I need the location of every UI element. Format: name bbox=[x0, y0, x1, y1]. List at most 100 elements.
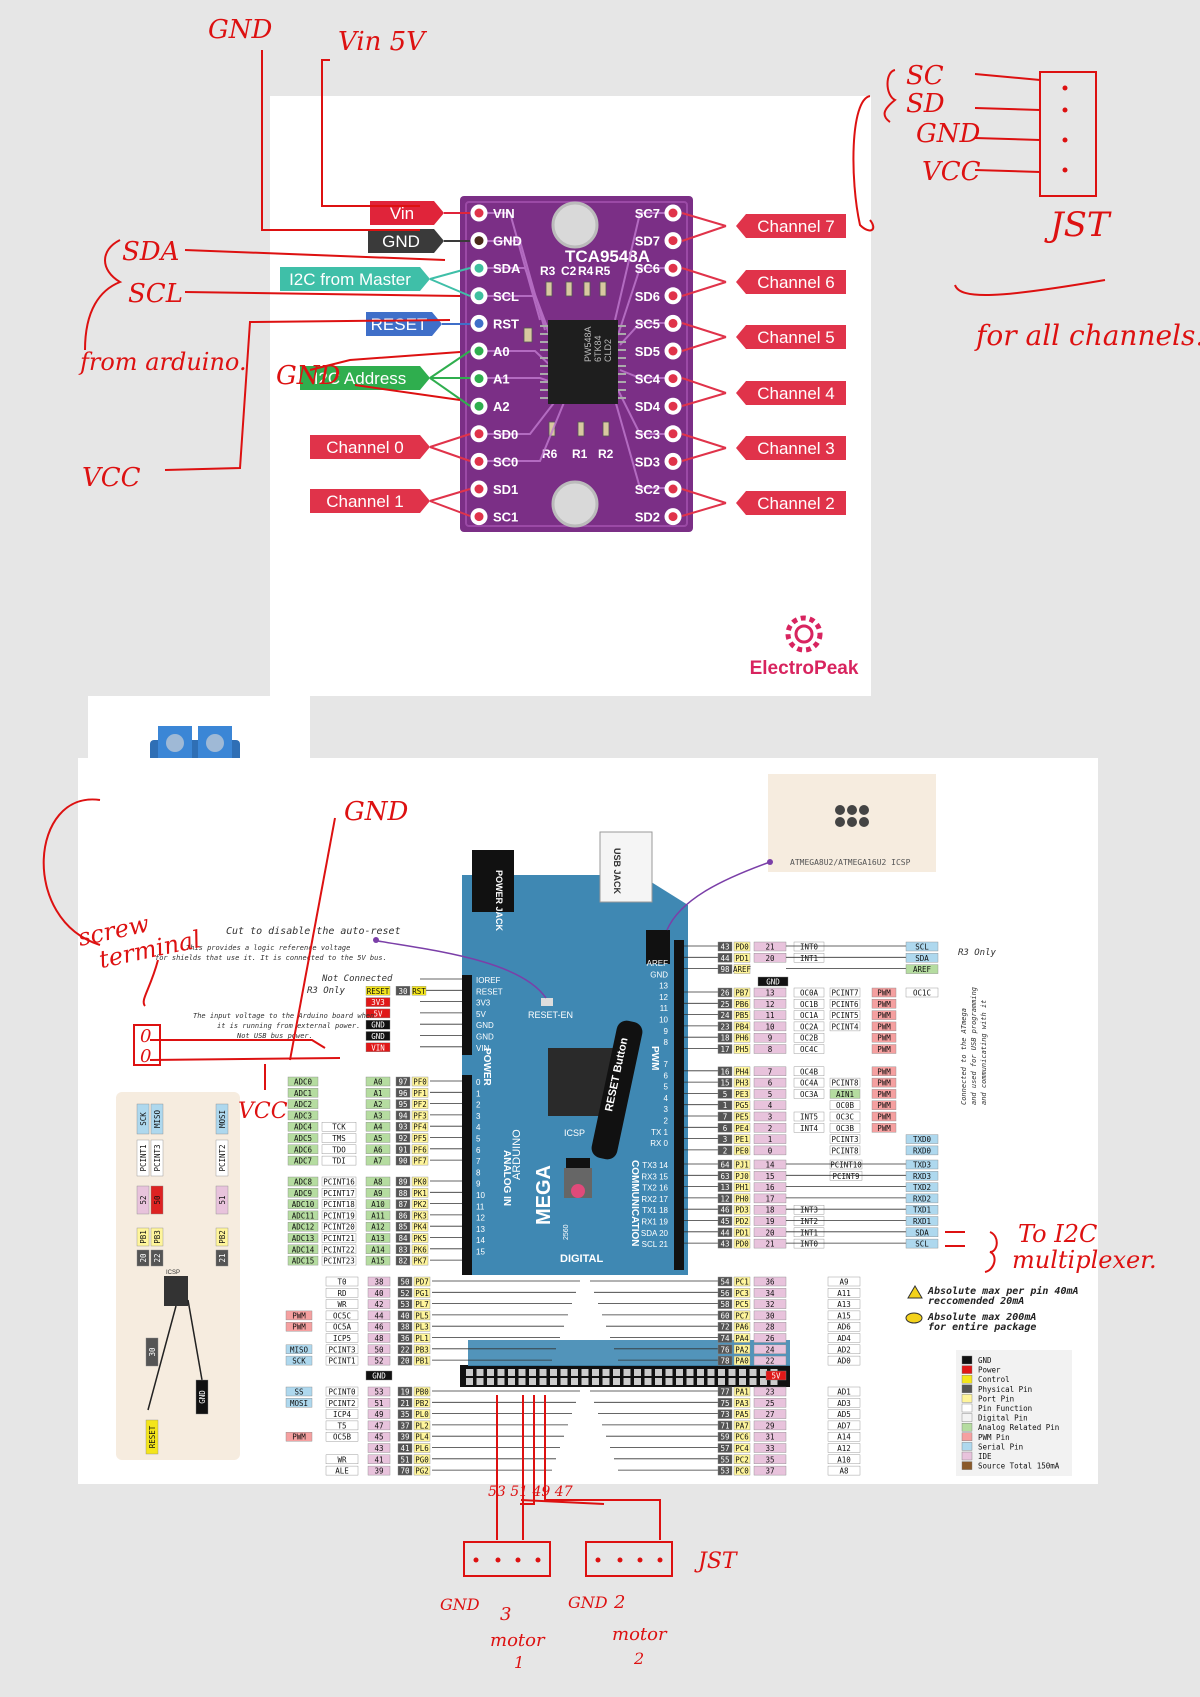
svg-text:89: 89 bbox=[398, 1178, 407, 1187]
board-pin-label: 5 bbox=[664, 1083, 669, 1092]
svg-text:A9: A9 bbox=[373, 1189, 382, 1198]
bottom-label-port: PB2 bbox=[413, 1398, 431, 1408]
bottom-right-pin: 75 bbox=[717, 1398, 733, 1408]
pwm-label-pin: 3 bbox=[717, 1134, 733, 1144]
callout-channel6: Channel 6 bbox=[736, 270, 846, 294]
bottom-label-ide: 40 bbox=[367, 1288, 391, 1298]
svg-text:A8: A8 bbox=[839, 1467, 849, 1476]
svg-text:OC5C: OC5C bbox=[333, 1311, 351, 1320]
callout-channel6-text: Channel 6 bbox=[757, 273, 835, 292]
svg-text:WR: WR bbox=[337, 1455, 347, 1464]
svg-text:T5: T5 bbox=[337, 1421, 346, 1430]
pwm-label-pwm: PWM bbox=[871, 987, 897, 998]
svg-text:PD0: PD0 bbox=[735, 1240, 749, 1249]
analog-label-port: PF0 bbox=[411, 1076, 429, 1087]
board-pin-label: TX1 18 bbox=[642, 1206, 668, 1215]
bottom-right-func: A11 bbox=[827, 1288, 861, 1298]
bottom-label-signal: OC5C bbox=[325, 1310, 359, 1320]
svg-text:21: 21 bbox=[765, 943, 774, 952]
pwm-label-pin: 23 bbox=[717, 1021, 733, 1031]
bottom-label-signal: WR bbox=[325, 1454, 359, 1464]
svg-text:PL0: PL0 bbox=[415, 1410, 429, 1419]
ann-vcc: VCC bbox=[82, 463, 141, 493]
bottom-label-pin: 40 bbox=[397, 1310, 413, 1320]
svg-text:56: 56 bbox=[720, 1289, 730, 1298]
bottom-label-ide: 41 bbox=[367, 1454, 391, 1464]
analog-label-pin: 90 bbox=[395, 1155, 411, 1166]
analog-label-a: A13 bbox=[365, 1233, 391, 1243]
comp-c2: C2 bbox=[561, 264, 577, 278]
bottom-right-func: A10 bbox=[827, 1454, 861, 1464]
svg-text:ADC14: ADC14 bbox=[292, 1245, 315, 1254]
pwm-label-port: PH6 bbox=[733, 1032, 751, 1043]
bottom-label-signal: PCINT2 bbox=[325, 1398, 359, 1408]
reset-button[interactable] bbox=[571, 1184, 585, 1198]
bottom-right-ide: 33 bbox=[753, 1443, 787, 1453]
svg-text:34: 34 bbox=[765, 1289, 775, 1298]
board-pin-label: TX2 16 bbox=[642, 1184, 668, 1193]
tca-pin-label: SC7 bbox=[635, 206, 660, 221]
svg-text:TMS: TMS bbox=[332, 1134, 346, 1143]
tca-pin-label: SD7 bbox=[635, 234, 660, 249]
svg-text:PC5: PC5 bbox=[735, 1300, 749, 1309]
bottom-right-port: PC6 bbox=[733, 1431, 751, 1442]
bottom-label-func: PWM bbox=[285, 1321, 313, 1332]
bottom-right-pin: 71 bbox=[717, 1420, 733, 1430]
bottom-label-signal: PCINT1 bbox=[325, 1355, 359, 1366]
svg-text:5V: 5V bbox=[373, 1009, 383, 1018]
svg-text:PF6: PF6 bbox=[413, 1145, 427, 1154]
svg-text:OC4B: OC4B bbox=[800, 1067, 819, 1076]
right-label-pin: 44 bbox=[717, 953, 733, 963]
board-pin-label: 13 bbox=[476, 1225, 485, 1234]
svg-text:PCINT1: PCINT1 bbox=[139, 1144, 148, 1171]
electropeak-logo: ElectroPeak bbox=[750, 615, 859, 679]
callout-channel2: Channel 2 bbox=[736, 491, 846, 515]
bottom-label-port: PD7 bbox=[413, 1276, 431, 1287]
svg-text:A7: A7 bbox=[373, 1157, 382, 1166]
comm-label-f2: PCINT10 bbox=[829, 1159, 862, 1170]
svg-text:PF5: PF5 bbox=[413, 1134, 427, 1143]
left-icsp-gnd: GND bbox=[195, 1379, 209, 1415]
svg-text:PA5: PA5 bbox=[735, 1410, 749, 1419]
comp-r5: R5 bbox=[595, 264, 611, 278]
svg-text:17: 17 bbox=[720, 1045, 729, 1054]
board-pin-label: 6 bbox=[664, 1071, 669, 1080]
svg-text:59: 59 bbox=[720, 1433, 729, 1442]
svg-text:21: 21 bbox=[765, 1240, 774, 1249]
pwm-label-pwm: PWM bbox=[871, 1123, 897, 1133]
svg-text:RXD0: RXD0 bbox=[913, 1146, 932, 1155]
analog-label-alt: PCINT18 bbox=[321, 1199, 357, 1209]
right-label-serial: SCL bbox=[905, 941, 939, 952]
comm-label-port: PD2 bbox=[733, 1216, 751, 1226]
analog-label-adc: ADC8 bbox=[287, 1176, 319, 1187]
ann-vcc-bottom: VCC bbox=[238, 1099, 288, 1124]
svg-text:ADC4: ADC4 bbox=[294, 1123, 313, 1132]
comm-label-port: PD1 bbox=[733, 1227, 751, 1237]
pwm-label-pin: 18 bbox=[717, 1032, 733, 1043]
bottom-right-pin: 54 bbox=[717, 1276, 733, 1287]
svg-text:PCINT3: PCINT3 bbox=[328, 1345, 355, 1354]
right-label-port: AREF bbox=[733, 964, 752, 974]
ann-vin5v: Vin 5V bbox=[338, 27, 427, 57]
svg-text:A0: A0 bbox=[373, 1078, 383, 1087]
power-jack bbox=[472, 850, 514, 912]
svg-text:76: 76 bbox=[720, 1345, 730, 1354]
analog-label-port: PF6 bbox=[411, 1144, 429, 1154]
svg-text:WR: WR bbox=[337, 1300, 347, 1309]
pwm-label-pin: 25 bbox=[717, 999, 733, 1009]
jst-box-motor2 bbox=[585, 1541, 673, 1577]
svg-text:44: 44 bbox=[374, 1311, 384, 1320]
svg-text:A15: A15 bbox=[837, 1311, 851, 1320]
analog-label-a: A11 bbox=[365, 1210, 391, 1220]
pwm-label-pwm: PWM bbox=[871, 1010, 897, 1020]
bottom-label-signal: T0 bbox=[325, 1276, 359, 1287]
comm-label-port: PH1 bbox=[733, 1182, 751, 1192]
bottom-label-pin: 51 bbox=[397, 1454, 413, 1464]
digital-board-label: DIGITAL bbox=[560, 1253, 603, 1265]
svg-text:17: 17 bbox=[765, 1194, 774, 1203]
analog-label-a: A4 bbox=[365, 1121, 391, 1132]
legend-label: Port Pin bbox=[978, 1394, 1014, 1403]
svg-text:PCINT3: PCINT3 bbox=[831, 1135, 858, 1144]
svg-text:ADC10: ADC10 bbox=[292, 1200, 315, 1209]
comm-label-pin: 46 bbox=[717, 1204, 733, 1215]
